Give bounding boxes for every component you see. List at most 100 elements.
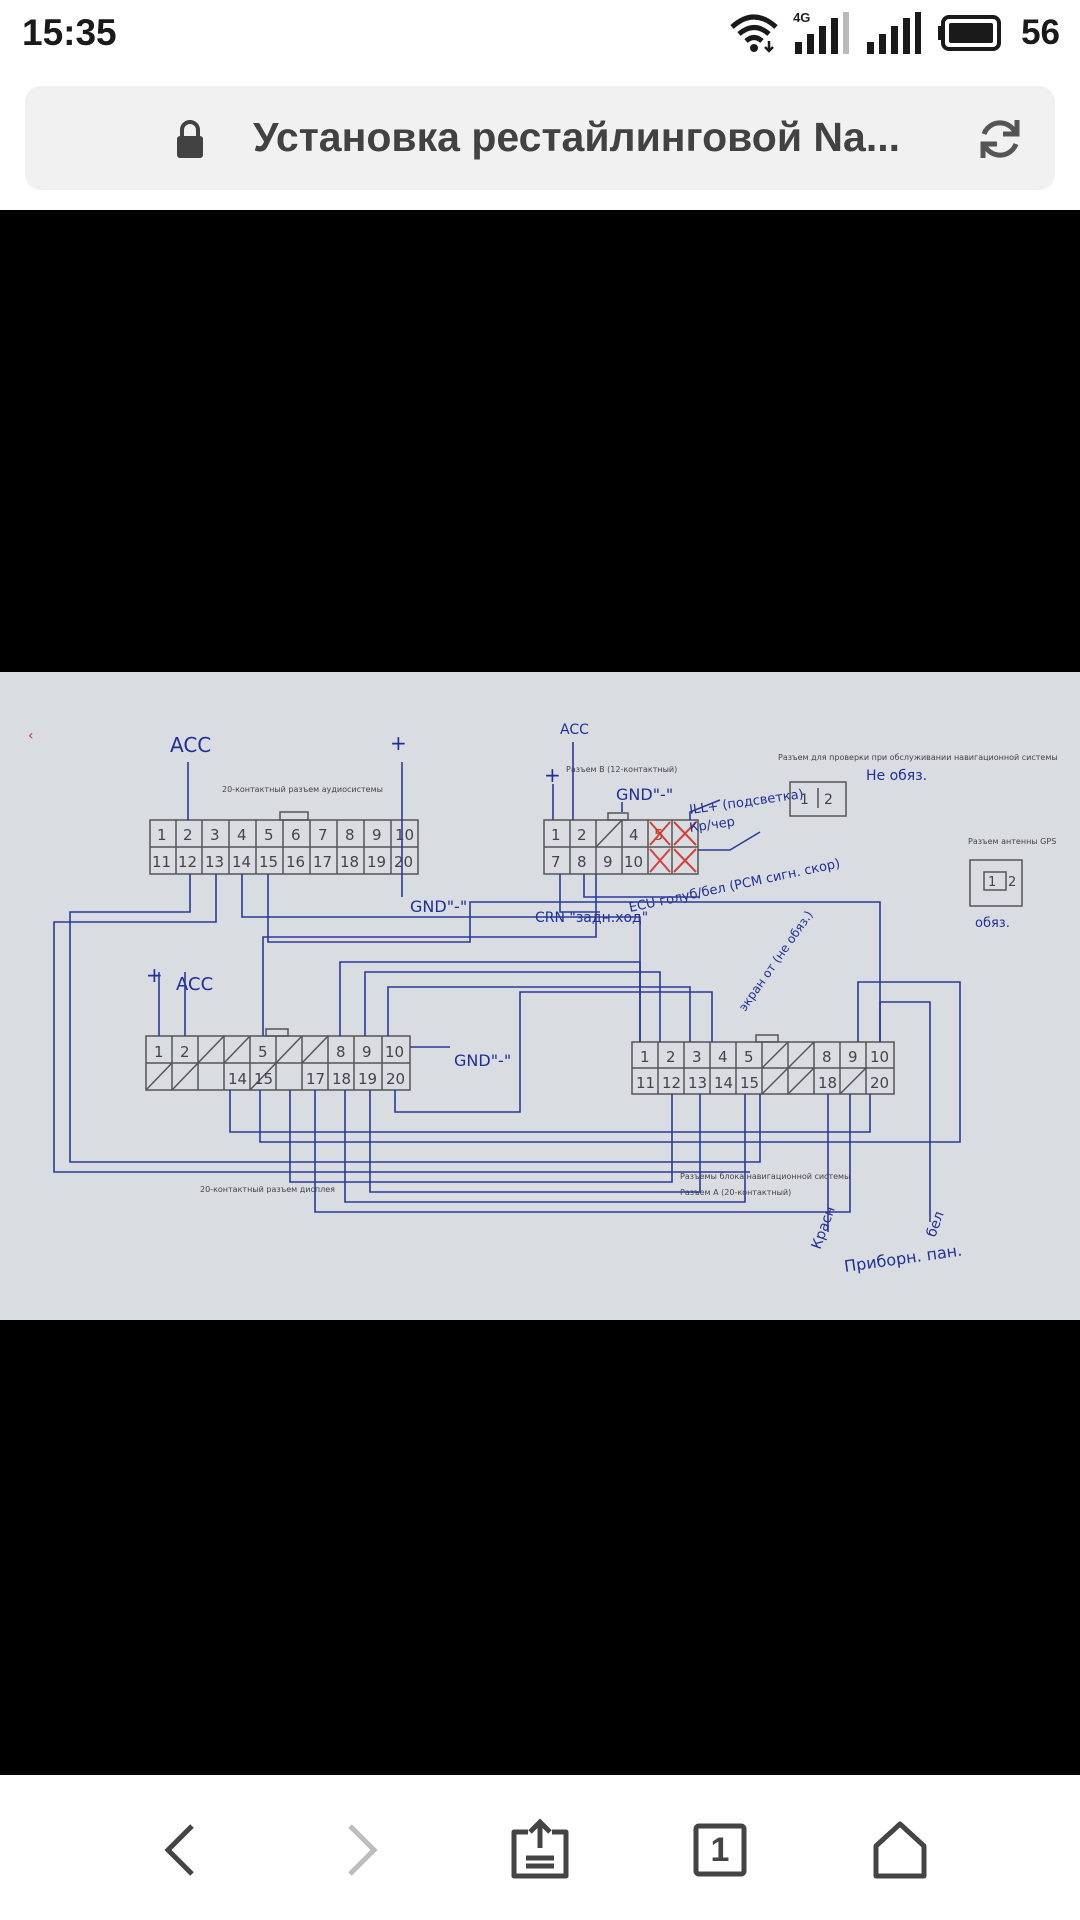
hand-plus-1: +: [390, 731, 407, 755]
svg-text:1: 1: [640, 1048, 650, 1066]
svg-text:2: 2: [1008, 875, 1016, 890]
svg-text:2: 2: [824, 792, 833, 808]
signal-icon: [795, 12, 850, 54]
connector-b-label: Разъем B (12-контактный): [566, 765, 677, 774]
hand-obyaz: обяз.: [975, 916, 1010, 931]
svg-text:2: 2: [183, 826, 193, 844]
svg-text:1: 1: [551, 826, 561, 844]
nav-unit-label: Разъемы блока навигационной системы: [680, 1172, 850, 1181]
page-title[interactable]: Установка рестайлинговой Na...: [253, 114, 901, 160]
audio-connector-label: 20-контактный разъем аудиосистемы: [222, 785, 383, 794]
tabs-icon: [693, 1823, 747, 1877]
svg-text:7: 7: [318, 826, 328, 844]
hand-ne-obyaz: Не обяз.: [866, 768, 927, 784]
forward-button[interactable]: [322, 1810, 402, 1890]
service-connector: [789, 781, 847, 817]
status-bar: 15:35 4G: [0, 0, 1080, 70]
hand-gnd-3: GND"-": [454, 1051, 511, 1070]
connector-b: [543, 812, 699, 875]
gps-connector: [969, 859, 1023, 907]
svg-text:8: 8: [822, 1048, 832, 1066]
svg-text:14: 14: [232, 853, 251, 871]
svg-text:4: 4: [718, 1048, 728, 1066]
svg-text:8: 8: [336, 1043, 346, 1061]
svg-text:13: 13: [688, 1074, 707, 1092]
svg-text:2: 2: [180, 1043, 190, 1061]
back-button[interactable]: [140, 1810, 220, 1890]
svg-text:8: 8: [577, 853, 587, 871]
svg-text:4: 4: [237, 826, 247, 844]
svg-text:5: 5: [264, 826, 274, 844]
network-type: 4G: [793, 10, 811, 25]
svg-text:1: 1: [800, 792, 809, 808]
svg-text:17: 17: [306, 1070, 325, 1088]
hand-gnd-2: GND"-": [616, 785, 673, 804]
signal-4g: 4G: [793, 8, 851, 58]
svg-text:20: 20: [386, 1070, 405, 1088]
home-icon: [873, 1821, 927, 1879]
svg-text:11: 11: [152, 853, 171, 871]
svg-text:5: 5: [654, 826, 664, 844]
svg-text:11: 11: [636, 1074, 655, 1092]
svg-text:18: 18: [818, 1074, 837, 1092]
hand-acc-2: ACC: [560, 722, 589, 738]
svg-text:12: 12: [662, 1074, 681, 1092]
svg-text:15: 15: [740, 1074, 759, 1092]
svg-text:8: 8: [345, 826, 355, 844]
svg-text:18: 18: [340, 853, 359, 871]
hand-kp: Кр/чер: [688, 815, 735, 836]
svg-text:5: 5: [258, 1043, 268, 1061]
svg-text:‹: ‹: [28, 728, 34, 744]
svg-text:9: 9: [372, 826, 382, 844]
tabs-button[interactable]: 1: [680, 1810, 760, 1890]
svg-text:2: 2: [577, 826, 587, 844]
svg-text:2: 2: [666, 1048, 676, 1066]
svg-text:13: 13: [205, 853, 224, 871]
audio-connector: [149, 811, 419, 875]
svg-text:1: 1: [157, 826, 167, 844]
display-connector: [145, 1028, 411, 1091]
status-icons: 4G 56: [729, 8, 1060, 58]
hand-plus-2: +: [544, 763, 561, 787]
reload-icon[interactable]: [975, 114, 1025, 164]
svg-text:4: 4: [629, 826, 639, 844]
lock-icon: [177, 120, 203, 158]
connector-a: [631, 1034, 895, 1095]
svg-text:20: 20: [394, 853, 413, 871]
bottom-nav: 1: [0, 1775, 1080, 1920]
svg-text:7: 7: [551, 853, 561, 871]
home-button[interactable]: [860, 1810, 940, 1890]
svg-text:19: 19: [358, 1070, 377, 1088]
svg-text:20: 20: [870, 1074, 889, 1092]
svg-text:3: 3: [210, 826, 220, 844]
hand-plus-3: +: [146, 963, 163, 987]
svg-text:6: 6: [291, 826, 301, 844]
gps-connector-label: Разъем антенны GPS: [968, 837, 1056, 846]
address-bar[interactable]: Установка рестайлинговой Na...: [25, 86, 1055, 190]
svg-text:1: 1: [154, 1043, 164, 1061]
display-connector-label: 20-контактный разъем дисплея: [200, 1185, 335, 1194]
svg-text:9: 9: [848, 1048, 858, 1066]
battery-icon: [938, 15, 1002, 51]
wifi-icon: [730, 14, 778, 53]
svg-text:19: 19: [367, 853, 386, 871]
svg-text:17: 17: [313, 853, 332, 871]
back-icon: [164, 1824, 194, 1876]
svg-text:12: 12: [178, 853, 197, 871]
svg-text:10: 10: [870, 1048, 889, 1066]
svg-text:10: 10: [395, 826, 414, 844]
connector-a-label: Разъем A (20-контактный): [680, 1188, 791, 1197]
svg-text:15: 15: [259, 853, 278, 871]
tab-count: 1: [710, 1830, 730, 1869]
svg-text:15: 15: [254, 1070, 273, 1088]
hand-acc-1: ACC: [170, 733, 211, 757]
svg-text:14: 14: [714, 1074, 733, 1092]
forward-icon: [348, 1824, 378, 1876]
share-button[interactable]: [500, 1810, 580, 1890]
svg-text:9: 9: [603, 853, 613, 871]
hand-acc-3: ACC: [176, 974, 213, 995]
battery-level: 56: [1021, 13, 1060, 52]
